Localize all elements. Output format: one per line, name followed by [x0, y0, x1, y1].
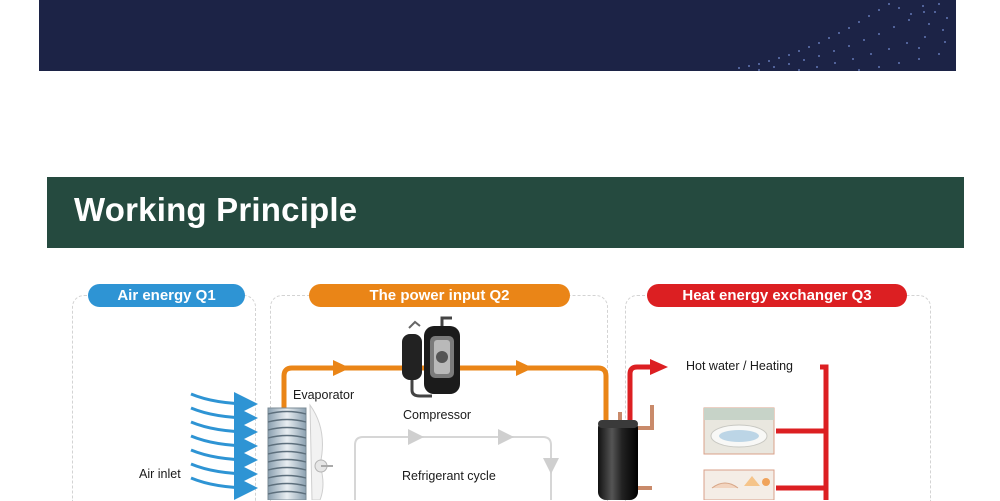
hot-water-label: Hot water / Heating [686, 359, 793, 373]
bathtub-photo [703, 407, 775, 455]
air-inlet-label: Air inlet [139, 467, 181, 481]
power-input-pill: The power input Q2 [309, 284, 570, 307]
section-header: Working Principle [47, 177, 964, 248]
fan-icon [309, 403, 333, 500]
hot-water-arrow [650, 359, 668, 375]
air-energy-pill: Air energy Q1 [88, 284, 245, 307]
air-inlet-arrows [190, 391, 258, 500]
compressor-icon [402, 316, 460, 398]
evaporator-coil-icon [267, 407, 307, 500]
hot-water-pipe [627, 364, 829, 500]
heat-exchanger-pill: Heat energy exchanger Q3 [647, 284, 907, 307]
section-title: Working Principle [74, 191, 358, 228]
compressor-label: Compressor [403, 408, 472, 422]
dot-wave-decoration [738, 3, 948, 71]
washbasin-photo [703, 469, 775, 500]
top-banner [39, 0, 956, 71]
evaporator-label: Evaporator [293, 388, 355, 402]
refrigerant-cycle-loop [354, 429, 559, 500]
refrigerant-cycle-label: Refrigerant cycle [402, 469, 496, 483]
water-tank-icon [598, 405, 654, 500]
